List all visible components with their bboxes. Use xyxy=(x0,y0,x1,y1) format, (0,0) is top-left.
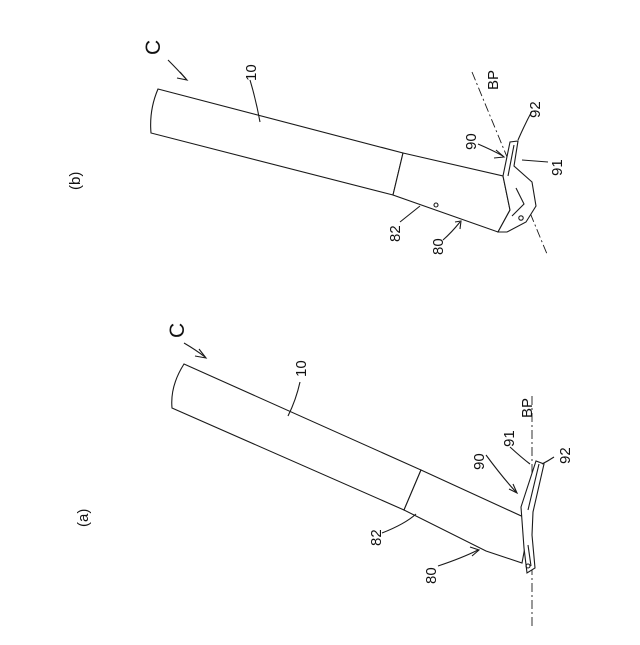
panel-b-label-92: 92 xyxy=(527,101,544,118)
panel-b-label-80: 80 xyxy=(430,238,447,255)
panel-a-caption: (a) xyxy=(75,509,92,527)
panel-a-92-leader xyxy=(542,457,554,464)
panel-a-insert xyxy=(521,461,544,573)
panel-b-91-leader xyxy=(522,160,548,162)
panel-a-label-10: 10 xyxy=(293,360,310,377)
panel-b: (b) BP C 10 82 80 90 91 92 xyxy=(67,40,566,255)
panel-a-label-91: 91 xyxy=(501,430,518,447)
panel-a-label-80: 80 xyxy=(423,567,440,584)
panel-b-c-arrowhead xyxy=(177,72,187,80)
panel-b-holder xyxy=(393,153,510,232)
panel-a-label-92: 92 xyxy=(557,447,574,464)
panel-b-label-10: 10 xyxy=(243,64,260,81)
panel-a-label-90: 90 xyxy=(471,453,488,470)
panel-b-cutter-shank xyxy=(151,89,403,195)
panel-b-label-91: 91 xyxy=(549,159,566,176)
panel-a: (a) BP C 10 82 80 90 91 92 xyxy=(75,323,574,628)
panel-b-bp-label: BP xyxy=(485,70,502,90)
panel-a-holder xyxy=(404,470,530,563)
panel-a-label-82: 82 xyxy=(368,529,385,546)
panel-b-label-82: 82 xyxy=(387,225,404,242)
panel-b-caption: (b) xyxy=(67,172,84,190)
panel-b-label-90: 90 xyxy=(463,133,480,150)
panel-b-label-c: C xyxy=(142,40,165,55)
panel-a-cutter-shank xyxy=(172,364,421,510)
panel-a-91-leader xyxy=(510,447,530,464)
panel-a-90-leader xyxy=(486,455,516,492)
panel-a-c-leader xyxy=(184,343,205,357)
panel-b-80-leader xyxy=(443,222,460,240)
panel-a-bp-label: BP xyxy=(519,398,536,418)
panel-a-label-c: C xyxy=(166,323,189,338)
panel-a-82-leader xyxy=(382,514,416,533)
panel-b-90-leader xyxy=(478,144,503,156)
panel-a-80-leader xyxy=(438,550,478,566)
panel-b-82-leader xyxy=(400,206,420,222)
